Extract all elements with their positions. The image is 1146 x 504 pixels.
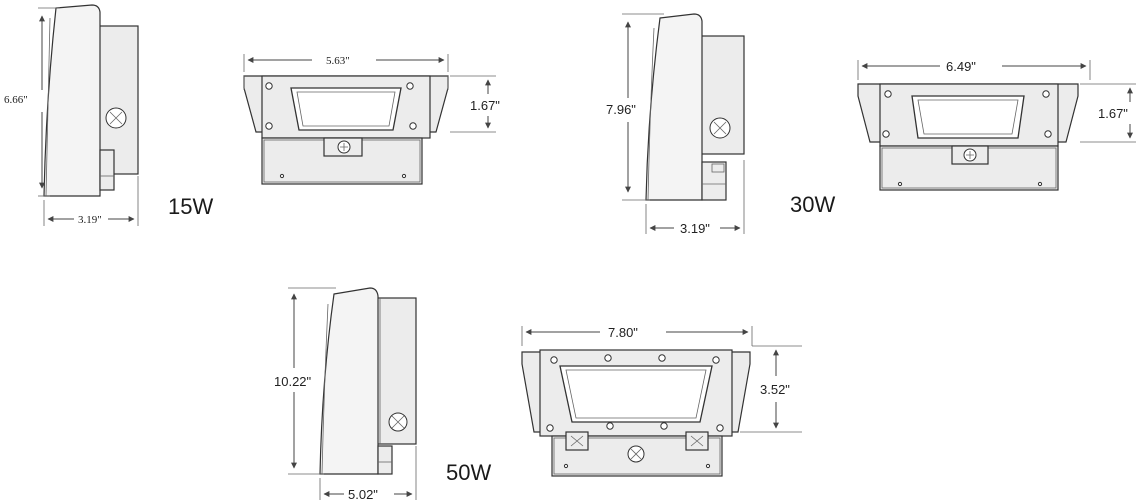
front-height-50w: 3.52" — [760, 382, 790, 397]
side-height-15w: 6.66" — [4, 94, 28, 106]
front-height-15w: 1.67" — [470, 98, 500, 113]
front-view-50w — [521, 349, 751, 477]
side-depth-15w: 3.19" — [78, 214, 102, 226]
front-height-30w: 1.67" — [1098, 106, 1128, 121]
front-width-30w: 6.49" — [946, 59, 976, 74]
dimension-lines-15w-side — [38, 7, 139, 226]
front-width-15w: 5.63" — [326, 55, 350, 67]
side-view-30w — [645, 13, 745, 201]
dimension-lines-30w-side — [622, 13, 745, 234]
side-view-15w — [43, 4, 139, 197]
side-depth-50w: 5.02" — [348, 487, 378, 502]
dimension-lines-30w-front — [857, 60, 1136, 143]
side-height-50w: 10.22" — [274, 374, 312, 389]
dimension-lines-50w-front — [521, 326, 802, 433]
dimension-lines-15w-front — [243, 54, 496, 133]
wattage-label-50w: 50W — [446, 460, 491, 485]
side-view-50w — [319, 287, 417, 475]
front-view-15w — [243, 75, 449, 185]
dimension-lines-50w-side — [288, 287, 417, 500]
side-height-30w: 7.96" — [606, 102, 636, 117]
side-depth-30w: 3.19" — [680, 221, 710, 236]
wattage-label-15w: 15W — [168, 194, 213, 219]
wattage-label-30w: 30W — [790, 192, 835, 217]
front-width-50w: 7.80" — [608, 325, 638, 340]
front-view-30w — [857, 83, 1079, 191]
